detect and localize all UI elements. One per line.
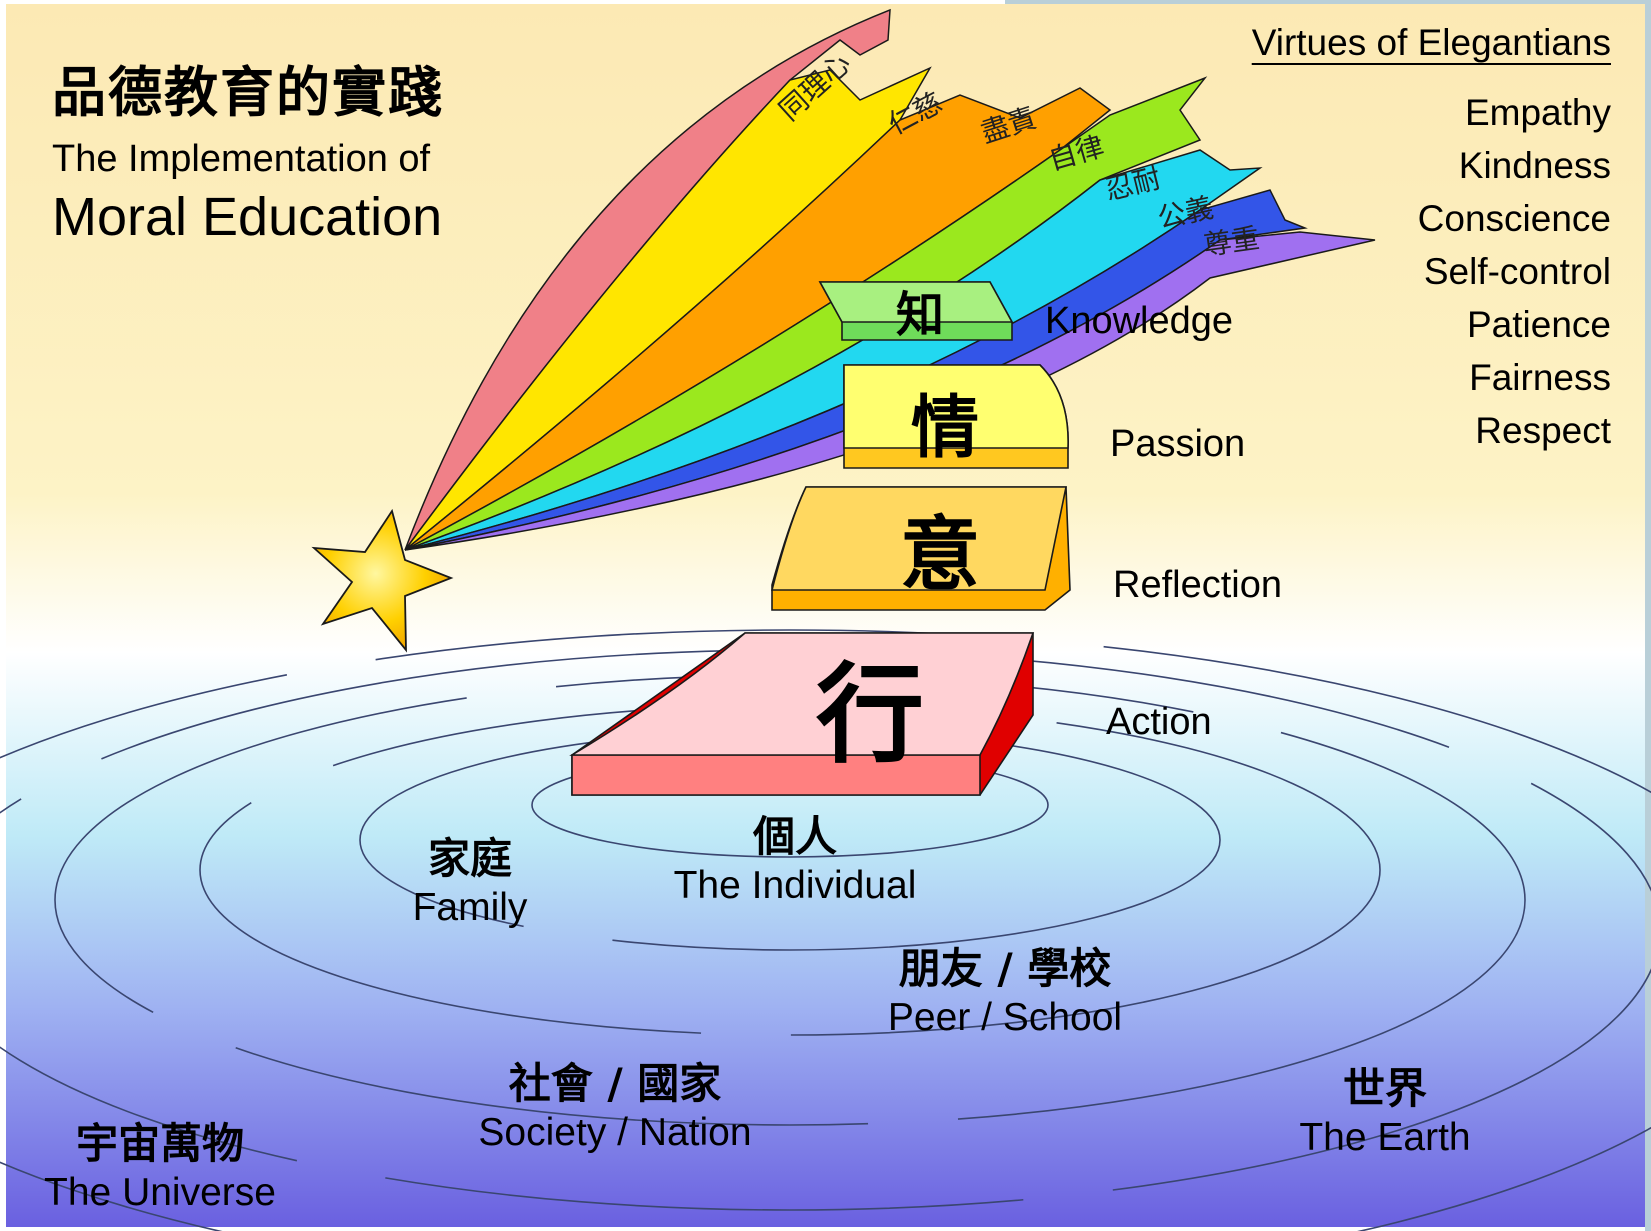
virtues-list: Empathy Kindness Conscience Self-control…	[1418, 86, 1611, 457]
step-char-passion: 情	[910, 388, 979, 468]
top-edge-bar	[1005, 0, 1651, 4]
step-action-top	[569, 632, 1035, 756]
title-chinese: 品德教育的實踐	[52, 61, 444, 124]
virtue-item: Empathy	[1464, 92, 1611, 133]
ellipse-earth	[0, 649, 1651, 1211]
virtue-item: Kindness	[1458, 145, 1611, 186]
ellipse-family	[359, 729, 1221, 951]
step-label-reflection: Reflection	[1113, 564, 1282, 606]
society-zh: 社會 / 國家	[508, 1059, 722, 1108]
band-label-respect: 尊重	[1201, 221, 1261, 261]
right-edge-bar	[1645, 0, 1651, 1231]
ellipse-universe	[0, 629, 1651, 1231]
earth-en: The Earth	[1299, 1116, 1471, 1159]
peer-zh: 朋友 / 學校	[898, 944, 1112, 993]
virtues-heading: Virtues of Elegantians	[1251, 22, 1611, 63]
circle-label-peer: 朋友 / 學校 Peer / School	[870, 935, 1140, 1040]
title-main: Moral Education	[52, 187, 443, 247]
family-zh: 家庭	[427, 834, 512, 883]
circle-label-family: 家庭 Family	[385, 825, 555, 930]
virtue-item: Respect	[1475, 410, 1611, 451]
family-en: Family	[412, 886, 528, 929]
rainbow-tail	[404, 8, 1376, 551]
title-subtitle: The Implementation of	[52, 138, 431, 180]
step-label-action: Action	[1106, 701, 1212, 743]
band-respect	[404, 231, 1376, 551]
society-en: Society / Nation	[478, 1111, 752, 1154]
steps	[569, 281, 1071, 796]
step-knowledge-top	[818, 281, 1014, 323]
earth-zh: 世界	[1342, 1064, 1427, 1113]
star-icon	[311, 508, 454, 653]
universe-zh: 宇宙萬物	[75, 1119, 244, 1168]
peer-en: Peer / School	[887, 996, 1123, 1039]
virtue-item: Self-control	[1423, 251, 1611, 292]
circle-label-society: 社會 / 國家 Society / Nation	[460, 1050, 770, 1155]
circle-label-universe: 宇宙萬物 The Universe	[30, 1110, 290, 1215]
virtue-item: Fairness	[1469, 357, 1611, 398]
step-char-reflection: 意	[900, 507, 980, 601]
step-reflection-top	[770, 486, 1067, 591]
virtue-item: Conscience	[1417, 198, 1611, 239]
step-label-knowledge: Knowledge	[1045, 300, 1234, 342]
step-passion-top	[843, 364, 1069, 449]
individual-zh: 個人	[752, 812, 837, 861]
step-char-action: 行	[815, 652, 924, 778]
universe-en: The Universe	[44, 1171, 276, 1214]
circle-label-earth: 世界 The Earth	[1265, 1055, 1505, 1160]
step-char-knowledge: 知	[895, 287, 944, 343]
circle-label-individual: 個人 The Individual	[645, 803, 945, 908]
individual-en: The Individual	[673, 864, 917, 907]
step-label-passion: Passion	[1110, 423, 1246, 465]
virtue-item: Patience	[1467, 304, 1611, 345]
